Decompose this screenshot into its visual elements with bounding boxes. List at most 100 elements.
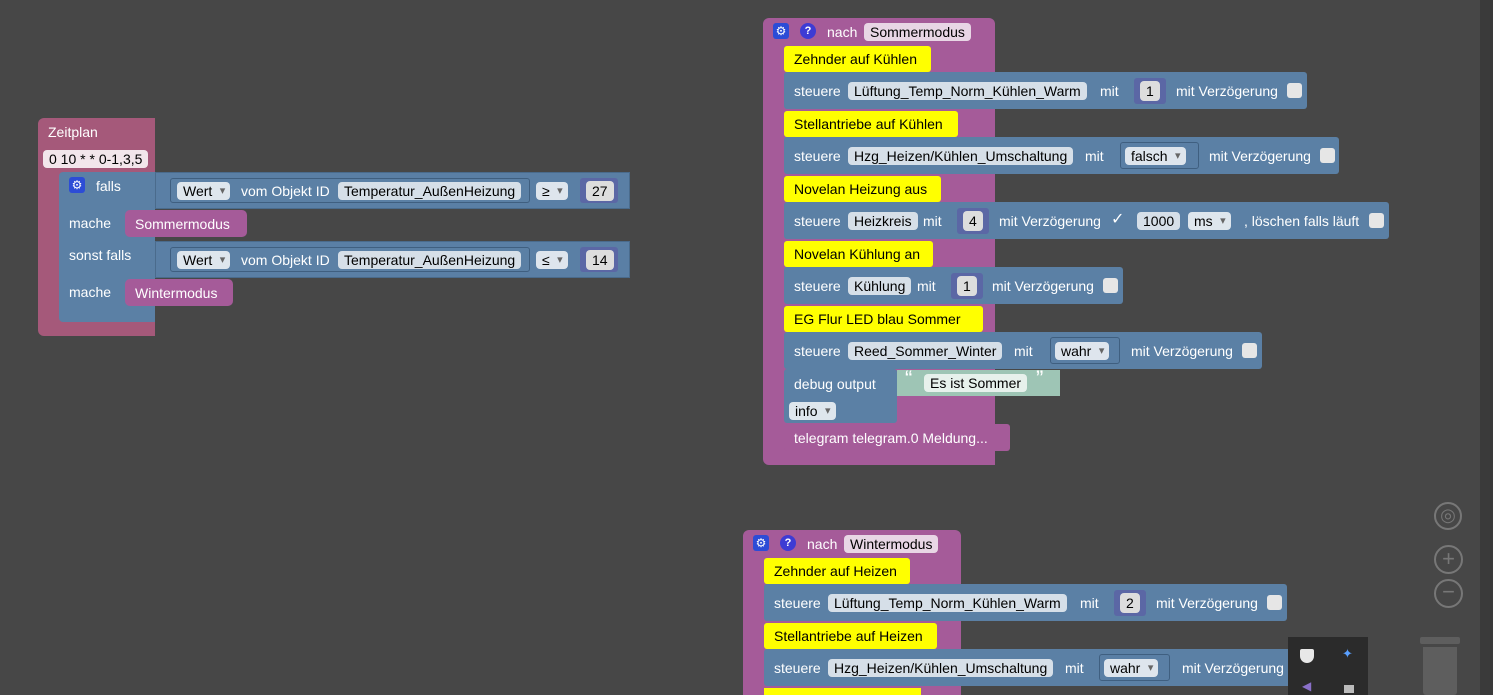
delay-checkbox[interactable] [1267, 595, 1282, 610]
delay-label: mit Verzögerung [992, 278, 1094, 294]
vom-objekt-label: vom Objekt ID [241, 252, 330, 268]
log-level-dropdown[interactable]: info [789, 402, 836, 420]
comment-text: Novelan Kühlung an [794, 246, 921, 262]
comment-text: Zehnder auf Kühlen [794, 51, 917, 67]
object-field[interactable]: Hzg_Heizen/Kühlen_Umschaltung [848, 147, 1074, 165]
comment-block[interactable] [764, 558, 910, 584]
quote-close-icon: ” [1036, 366, 1044, 391]
procedure-name-field[interactable]: Sommermodus [864, 23, 971, 41]
operator-dropdown[interactable]: ≤ [536, 251, 568, 269]
delay-label: mit Verzögerung [1182, 660, 1284, 676]
clear-checkbox[interactable] [1369, 213, 1384, 228]
delay-checkbox[interactable] [1320, 148, 1335, 163]
delay-checkbox[interactable] [1242, 343, 1257, 358]
zoom-in-icon[interactable]: + [1434, 545, 1463, 574]
help-icon[interactable]: ? [800, 23, 816, 39]
object-field[interactable]: Lüftung_Temp_Norm_Kühlen_Warm [848, 82, 1087, 100]
delay-checkbox[interactable] [1103, 278, 1118, 293]
nach-label: nach [807, 536, 838, 552]
trash-icon[interactable] [1420, 637, 1460, 695]
mit-label: mit [1100, 83, 1119, 99]
telegram-block[interactable] [784, 424, 1010, 451]
object-field[interactable]: Kühlung [848, 277, 912, 295]
rocket-icon[interactable]: ✦ [1342, 646, 1353, 661]
mache-label: mache [69, 284, 112, 300]
telegram-label: telegram telegram.0 Meldung... [794, 430, 988, 446]
value-field[interactable]: 4 [963, 211, 983, 231]
comment-block[interactable] [784, 111, 958, 137]
object-id-field[interactable]: Temperatur_AußenHeizung [338, 251, 522, 269]
recenter-icon[interactable]: ◎ [1434, 502, 1462, 530]
steuere-label: steuere [774, 660, 821, 676]
delay-label: mit Verzögerung [1176, 83, 1278, 99]
gear-icon[interactable]: ⚙ [69, 177, 85, 193]
nach-label: nach [827, 24, 858, 40]
comment-text: Novelan Heizung aus [794, 181, 928, 197]
comment-block[interactable] [784, 176, 941, 202]
value-dropdown[interactable]: wahr [1104, 659, 1159, 677]
object-field[interactable]: Reed_Sommer_Winter [848, 342, 1003, 360]
printer-icon[interactable] [1344, 685, 1354, 693]
debug-label: debug output [794, 376, 876, 392]
vom-objekt-label: vom Objekt ID [241, 183, 330, 199]
shield-icon[interactable] [1300, 649, 1314, 663]
object-field[interactable]: Lüftung_Temp_Norm_Kühlen_Warm [828, 594, 1067, 612]
wert-dropdown[interactable]: Wert [177, 182, 231, 200]
mit-label: mit [923, 213, 942, 229]
call-wintermodus-block[interactable] [125, 279, 233, 306]
value-field[interactable]: 1 [1140, 81, 1160, 101]
mit-label: mit [1065, 660, 1084, 676]
value-field[interactable]: 2 [1120, 593, 1140, 613]
delay-checkbox[interactable] [1287, 83, 1302, 98]
scrollbar-right[interactable] [1480, 0, 1493, 695]
comment-text: Stellantriebe auf Heizen [774, 628, 923, 644]
delay-ms-field[interactable]: 1000 [1137, 212, 1181, 230]
arrow-icon[interactable]: ◀ [1302, 679, 1312, 693]
mit-label: mit [1014, 343, 1033, 359]
mit-label: mit [917, 278, 936, 294]
delay-label: mit Verzögerung [1131, 343, 1233, 359]
steuere-label: steuere [794, 83, 841, 99]
zoom-out-icon[interactable]: − [1434, 579, 1463, 608]
comment-block[interactable] [764, 623, 937, 649]
steuere-label: steuere [774, 595, 821, 611]
comment-block[interactable] [784, 46, 931, 72]
object-field[interactable]: Hzg_Heizen/Kühlen_Umschaltung [828, 659, 1054, 677]
comment-block[interactable] [784, 241, 933, 267]
comment-block[interactable] [784, 306, 983, 332]
object-id-field[interactable]: Temperatur_AußenHeizung [338, 182, 522, 200]
steuere-label: steuere [794, 213, 841, 229]
call-wintermodus-label: Wintermodus [135, 285, 218, 301]
tray-popup: ✦ ◀ [1288, 637, 1368, 695]
number-field[interactable]: 27 [586, 181, 614, 201]
wert-dropdown[interactable]: Wert [177, 251, 231, 269]
call-sommermodus-block[interactable] [125, 210, 247, 237]
unit-dropdown[interactable]: ms [1188, 212, 1231, 230]
comment-text: Zehnder auf Heizen [774, 563, 897, 579]
comment-text: Stellantriebe auf Kühlen [794, 116, 943, 132]
value-dropdown[interactable]: falsch [1125, 147, 1186, 165]
gear-icon[interactable]: ⚙ [773, 23, 789, 39]
operator-dropdown[interactable]: ≥ [536, 182, 568, 200]
quote-open-icon: “ [905, 366, 913, 391]
cron-field[interactable]: 0 10 * * 0-1,3,5 [43, 150, 149, 168]
steuere-label: steuere [794, 148, 841, 164]
number-field[interactable]: 14 [586, 250, 614, 270]
mit-label: mit [1080, 595, 1099, 611]
delay-label: mit Verzögerung [1209, 148, 1311, 164]
object-field[interactable]: Heizkreis [848, 212, 918, 230]
zeitplan-title: Zeitplan [48, 124, 98, 140]
call-sommermodus-label: Sommermodus [135, 216, 230, 232]
gear-icon[interactable]: ⚙ [753, 535, 769, 551]
debug-text-field[interactable]: Es ist Sommer [924, 374, 1028, 392]
mache-label: mache [69, 215, 112, 231]
value-dropdown[interactable]: wahr [1055, 342, 1110, 360]
help-icon[interactable]: ? [780, 535, 796, 551]
comment-block[interactable] [764, 688, 921, 695]
delay-check-mark[interactable]: ✓ [1111, 211, 1125, 228]
procedure-name-field[interactable]: Wintermodus [844, 535, 939, 553]
delay-label: mit Verzögerung [1156, 595, 1258, 611]
value-field[interactable]: 1 [957, 276, 977, 296]
delay-label: mit Verzögerung [999, 213, 1101, 229]
steuere-label: steuere [794, 278, 841, 294]
